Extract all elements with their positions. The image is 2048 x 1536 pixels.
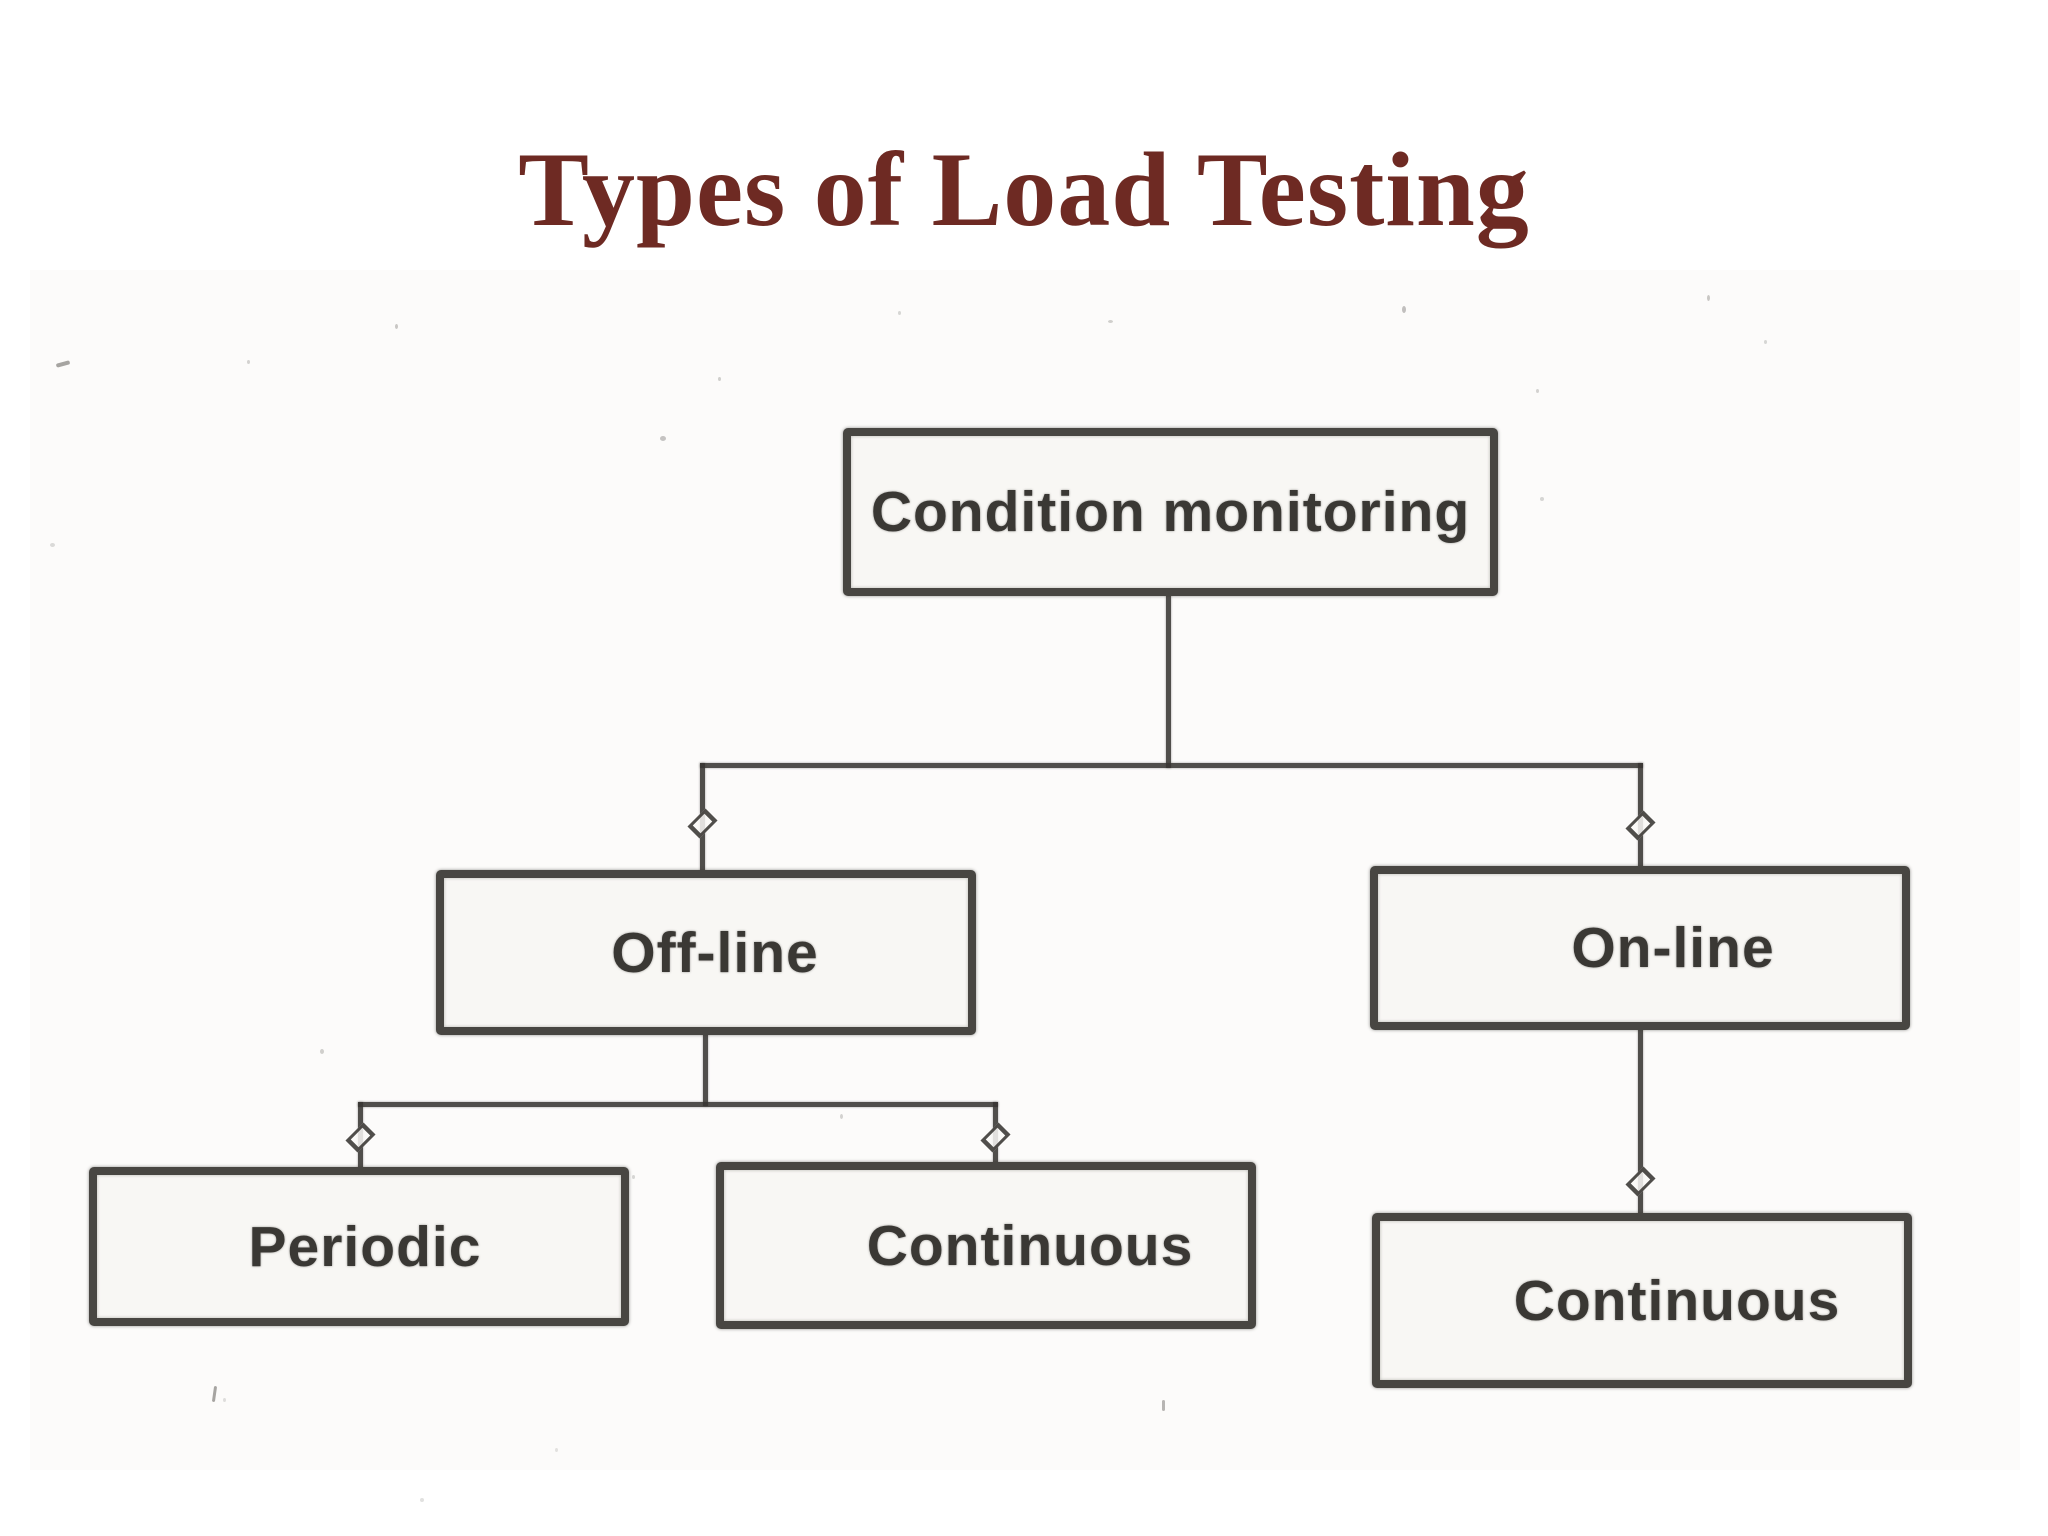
node-label-continuous-online: Continuous xyxy=(1513,1268,1841,1333)
connector-condition-to-split xyxy=(1166,594,1171,768)
node-label-off-line: Off-line xyxy=(611,920,819,985)
node-periodic: Periodic xyxy=(89,1167,629,1326)
connector-split-bar-level1 xyxy=(700,763,1643,768)
node-label-periodic: Periodic xyxy=(248,1214,482,1279)
connector-online-to-continuous xyxy=(1638,1028,1643,1216)
node-on-line: On-line xyxy=(1370,866,1910,1030)
page-title: Types of Load Testing xyxy=(518,131,1530,248)
node-condition-monitoring: Condition monitoring xyxy=(843,428,1498,596)
connector-split-bar-level2 xyxy=(358,1102,998,1107)
connector-offline-to-split xyxy=(703,1032,708,1106)
node-label-continuous-offline: Continuous xyxy=(866,1213,1194,1278)
node-off-line: Off-line xyxy=(436,870,976,1035)
node-label-condition-monitoring: Condition monitoring xyxy=(870,480,1471,544)
node-continuous-offline: Continuous xyxy=(716,1162,1256,1329)
node-continuous-online: Continuous xyxy=(1372,1213,1912,1388)
node-label-on-line: On-line xyxy=(1571,916,1775,980)
